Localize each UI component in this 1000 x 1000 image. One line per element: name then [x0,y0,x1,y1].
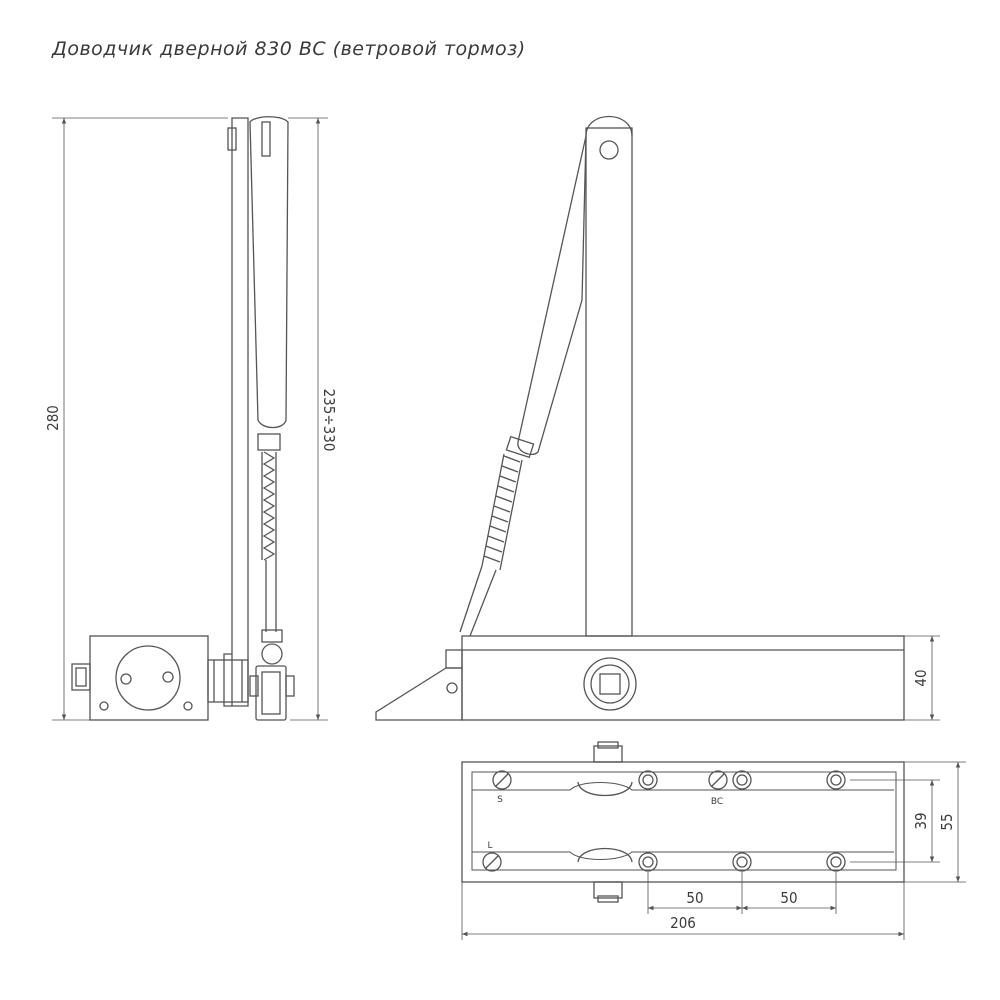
front-view [375,115,905,721]
dim-hole-spacing-h2: 50 [780,889,797,907]
dim-arm-range: 235÷330 [320,389,338,452]
dim-plate-width: 55 [938,813,956,830]
drawing-title: Доводчик дверной 830 BC (ветровой тормоз… [52,38,526,60]
side-view [52,116,328,721]
dim-body-height: 40 [912,669,930,686]
dim-total-height: 280 [44,405,62,431]
mounting-plate-view [461,741,905,903]
mark-s: S [497,795,503,805]
mark-bc: BC [711,797,723,807]
dim-hole-spacing-v: 39 [912,812,930,829]
mark-l: L [487,841,492,851]
dim-hole-spacing-h1: 50 [686,889,703,907]
dim-total-length: 206 [670,914,696,932]
